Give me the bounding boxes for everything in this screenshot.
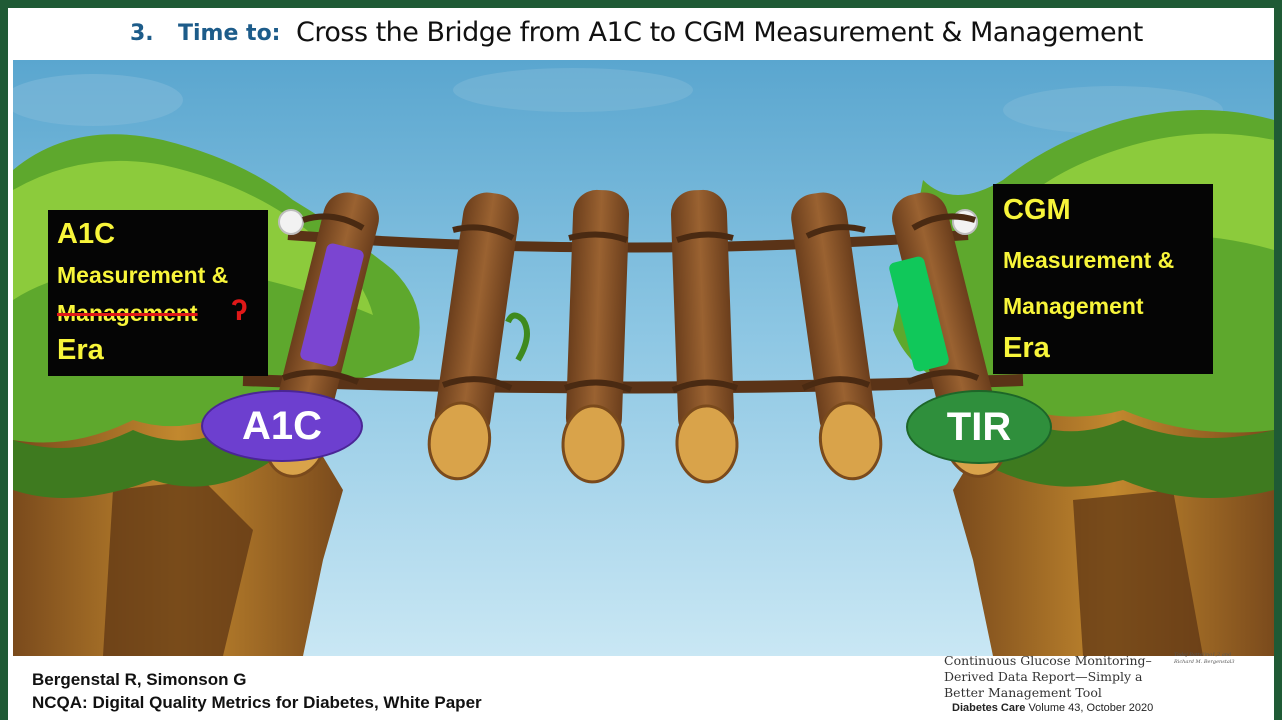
a1c-era-line4: Era xyxy=(57,334,104,366)
citation-journal-name: Diabetes Care xyxy=(952,702,1026,714)
left-cliff-grass-dark xyxy=(13,405,273,498)
footer-authors: Bergenstal R, Simonson G xyxy=(32,670,247,689)
slide: 3. Time to: Cross the Bridge from A1C to… xyxy=(8,8,1274,720)
vine-curl xyxy=(505,312,530,362)
rope-peg-left xyxy=(278,209,304,235)
green-marker-bar xyxy=(889,256,949,372)
title-prefix: Time to: xyxy=(178,21,281,46)
right-cliff-grass-dark xyxy=(978,400,1274,498)
footer-reference: Bergenstal R, Simonson G NCQA: Digital Q… xyxy=(32,668,482,714)
cgm-era-line2: Measurement & xyxy=(1003,247,1175,273)
a1c-era-line3-strikethrough: Management xyxy=(57,300,198,326)
title-bar: 3. Time to: Cross the Bridge from A1C to… xyxy=(8,8,1274,60)
citation-volume: Volume 43, October 2020 xyxy=(1028,702,1154,714)
rope-ties xyxy=(281,213,980,393)
citation-title: Continuous Glucose Monitoring–Derived Da… xyxy=(944,653,1152,700)
cgm-era-box: CGM Measurement & Management Era xyxy=(993,184,1213,374)
tir-oval-label: TIR xyxy=(906,390,1052,464)
footer-paper: NCQA: Digital Quality Metrics for Diabet… xyxy=(32,693,482,712)
cgm-era-line3: Management xyxy=(1003,293,1144,319)
purple-marker-bar xyxy=(300,243,364,367)
a1c-era-line1: A1C xyxy=(57,218,116,250)
citation-authors: Tadej Battelino1,2 and Richard M. Bergen… xyxy=(1174,652,1235,665)
citation-journal: Diabetes Care Volume 43, October 2020 xyxy=(952,702,1153,714)
page-title: Cross the Bridge from A1C to CGM Measure… xyxy=(296,17,1143,48)
red-question-mark-icon: ʔ xyxy=(231,294,248,327)
a1c-era-box: A1C Measurement & Management ʔ Era xyxy=(48,210,268,376)
left-cliff-shadow xyxy=(103,480,253,656)
cloud xyxy=(13,74,183,126)
right-cliff-shadow xyxy=(1073,490,1203,656)
a1c-era-line2: Measurement & xyxy=(57,262,229,288)
title-number: 3. xyxy=(130,21,154,46)
a1c-oval-label: A1C xyxy=(201,390,363,462)
cgm-era-line1: CGM xyxy=(1003,194,1071,226)
bridge-illustration: A1C Measurement & Management ʔ Era CGM M… xyxy=(13,60,1274,656)
cloud xyxy=(453,68,693,112)
cgm-era-line4: Era xyxy=(1003,332,1050,364)
